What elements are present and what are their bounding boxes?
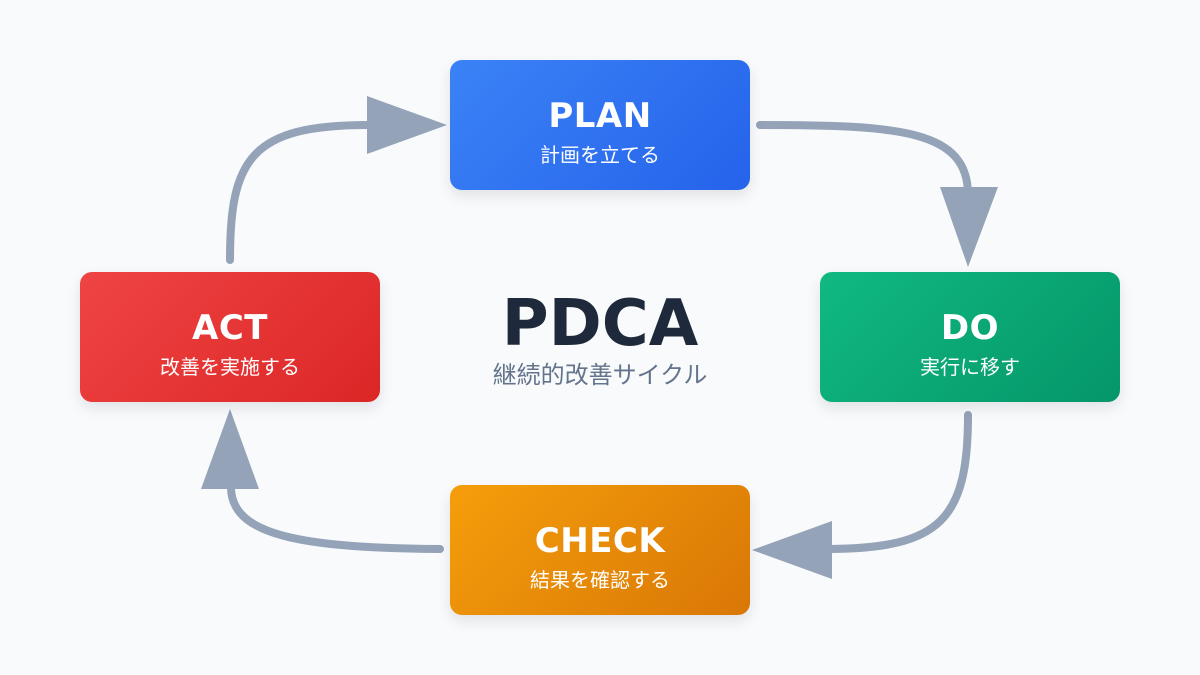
step-plan-box: PLAN 計画を立てる xyxy=(450,60,750,190)
step-do-description: 実行に移す xyxy=(920,355,1020,379)
diagram-subtitle: 継続的改善サイクル xyxy=(492,361,708,389)
step-check-box: CHECK 結果を確認する xyxy=(450,485,750,615)
step-plan-label: PLAN xyxy=(548,96,652,136)
step-act-label: ACT xyxy=(192,308,268,348)
arrow-check-to-act xyxy=(227,484,444,553)
step-check-description: 結果を確認する xyxy=(530,568,670,592)
step-do-box: DO 実行に移す xyxy=(820,272,1120,402)
arrow-do-to-check xyxy=(826,411,972,553)
arrowhead-do-to-check xyxy=(752,521,832,579)
arrowhead-plan-to-do xyxy=(940,187,998,267)
step-do-label: DO xyxy=(940,308,1000,348)
step-act-description: 改善を実施する xyxy=(160,355,300,379)
step-act-box: ACT 改善を実施する xyxy=(80,272,380,402)
step-plan-description: 計画を立てる xyxy=(540,143,660,167)
diagram-title: PDCA xyxy=(501,287,699,361)
arrowhead-act-to-plan xyxy=(367,96,447,154)
arrowhead-check-to-act xyxy=(201,409,259,489)
arrow-act-to-plan xyxy=(226,121,372,264)
step-check-label: CHECK xyxy=(534,521,666,561)
arrow-plan-to-do xyxy=(756,121,972,199)
